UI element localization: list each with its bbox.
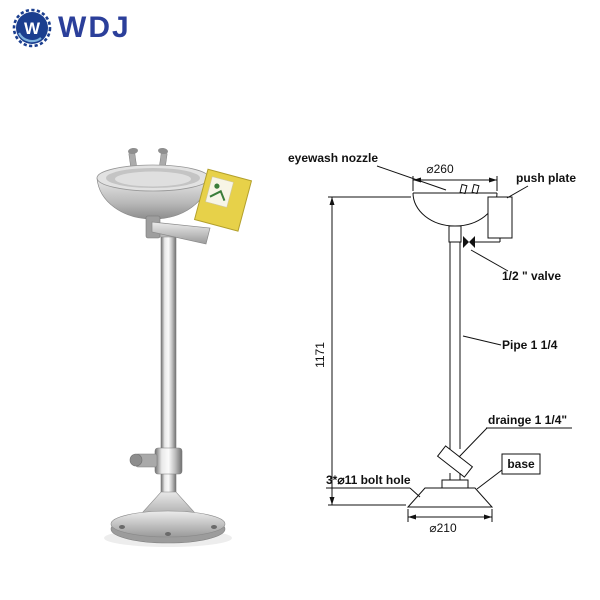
dim-bowl-diameter-text: ⌀260 bbox=[426, 162, 454, 176]
dim-bowl-diameter bbox=[412, 176, 498, 191]
valve-handle-group bbox=[145, 215, 211, 245]
product-photo bbox=[50, 130, 280, 560]
push-plate-sign bbox=[193, 168, 253, 232]
label-bolt-hole: 3*⌀11 bolt hole bbox=[326, 473, 411, 487]
base-group bbox=[110, 491, 226, 544]
logo-gear-icon: W bbox=[12, 8, 52, 48]
brand-name: WDJ bbox=[58, 11, 131, 44]
label-valve: 1/2 " valve bbox=[502, 269, 561, 283]
base-label-box bbox=[501, 453, 541, 475]
bowl-group bbox=[96, 164, 210, 220]
diagram-drain bbox=[436, 445, 474, 480]
drain-fitting-group bbox=[129, 447, 183, 475]
diagram-pipe bbox=[449, 242, 461, 449]
label-drain: drainge 1 1/4" bbox=[488, 413, 567, 427]
diagram-push-plate bbox=[475, 196, 513, 243]
diagram-base bbox=[406, 479, 494, 508]
dim-height bbox=[328, 196, 411, 506]
diagram-canvas: eyewash nozzle ⌀260 push plate 1/2 " val… bbox=[288, 151, 576, 535]
label-pipe: Pipe 1 1/4 bbox=[502, 338, 558, 352]
logo-swoosh bbox=[18, 32, 42, 43]
diagram-bowl bbox=[412, 183, 498, 227]
leader-lines bbox=[326, 165, 572, 498]
technical-drawing: eyewash nozzle ⌀260 push plate 1/2 " val… bbox=[280, 140, 600, 540]
dim-height-text: 1171 bbox=[313, 342, 327, 368]
dim-base-diameter bbox=[407, 509, 493, 522]
photo-canvas bbox=[96, 147, 253, 547]
label-eyewash-nozzle: eyewash nozzle bbox=[288, 151, 378, 165]
dim-base-diameter-text: ⌀210 bbox=[429, 521, 457, 535]
label-base: base bbox=[507, 457, 535, 471]
brand-logo: W WDJ bbox=[12, 8, 131, 48]
label-push-plate: push plate bbox=[516, 171, 576, 185]
logo-letter: W bbox=[24, 19, 41, 38]
diagram-valve bbox=[448, 225, 475, 248]
